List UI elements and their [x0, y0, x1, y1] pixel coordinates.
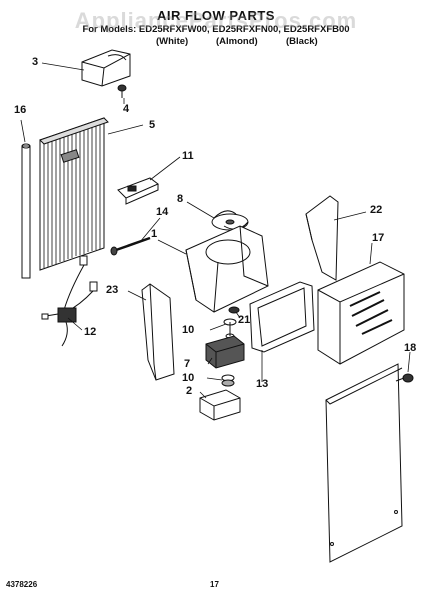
- part-23-air-duct: [141, 283, 175, 381]
- callout-11: 11: [182, 150, 194, 162]
- callout-17: 17: [372, 232, 385, 244]
- callout-16: 16: [14, 104, 27, 116]
- callout-23: 23: [106, 284, 119, 296]
- variant-black: (Black): [286, 36, 318, 47]
- part-5-evaporator-coil: [39, 117, 109, 271]
- part-3-duct-cover: [81, 49, 131, 87]
- callout-8: 8: [177, 193, 184, 205]
- part-10-grommet: [221, 374, 235, 387]
- part-4-screw: [117, 84, 127, 98]
- rear-duct-panel: [325, 363, 403, 563]
- model-list: For Models: ED25RFXFW00, ED25RFXFN00, ED…: [82, 24, 350, 35]
- part-18-screw: [395, 373, 414, 383]
- callout-10-upper: 10: [182, 324, 195, 336]
- callout-12: 12: [84, 326, 97, 338]
- callout-18: 18: [404, 342, 417, 354]
- callout-7: 7: [184, 358, 191, 370]
- leader-lines: [20, 62, 411, 399]
- variant-white: (White): [156, 36, 189, 47]
- page-number: 17: [210, 580, 219, 589]
- callout-22: 22: [370, 204, 383, 216]
- part-12-wire-harness: [41, 255, 98, 347]
- callout-14: 14: [156, 206, 169, 218]
- part-1-fan-shroud: [185, 225, 269, 313]
- part-16-tube: [21, 143, 31, 279]
- part-22-baffle: [305, 195, 339, 281]
- diagram-title: AIR FLOW PARTS: [157, 8, 275, 23]
- part-2-motor-bracket: [199, 389, 241, 421]
- callout-5: 5: [149, 119, 156, 131]
- callout-13: 13: [256, 378, 269, 390]
- part-17-cover-panel: [317, 261, 405, 365]
- part-14-heater-rod: [110, 236, 151, 256]
- callout-1: 1: [151, 228, 158, 240]
- part-13-gasket: [249, 281, 315, 353]
- callout-2: 2: [186, 385, 193, 397]
- part-7-fan-motor: [205, 335, 245, 369]
- callout-4: 4: [123, 103, 130, 115]
- callout-21: 21: [238, 314, 251, 326]
- part-10-21-motor-hub: [223, 306, 240, 339]
- callout-3: 3: [32, 56, 39, 68]
- callout-10-lower: 10: [182, 372, 195, 384]
- part-11-bracket: [117, 177, 159, 205]
- part-number: 4378226: [6, 580, 38, 589]
- variant-almond: (Almond): [216, 36, 258, 47]
